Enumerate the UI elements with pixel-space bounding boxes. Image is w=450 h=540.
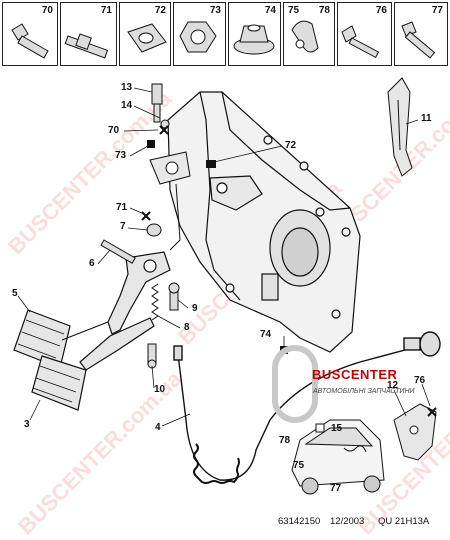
callout-7: 7 xyxy=(120,221,126,232)
callout-6: 6 xyxy=(89,258,95,269)
leader-lines xyxy=(17,87,431,427)
callout-10: 10 xyxy=(154,384,166,395)
part-cell-70: 70 xyxy=(2,2,58,66)
part-cell-71: 71 xyxy=(60,2,117,66)
footer-date: 12/2003 xyxy=(330,516,365,527)
callout-14: 14 xyxy=(121,100,133,111)
part-number: 73 xyxy=(209,5,221,16)
square-nut-icon xyxy=(127,23,167,53)
part-number: 72 xyxy=(154,5,166,16)
pedal-switch xyxy=(151,83,170,129)
part-number: 77 xyxy=(431,5,443,16)
callout-71: 71 xyxy=(116,202,128,213)
part-number: 78 xyxy=(318,5,330,16)
callout-8: 8 xyxy=(184,322,190,333)
pivot-assembly xyxy=(149,151,191,251)
pedal-box-bracket xyxy=(167,91,361,353)
part-number: 70 xyxy=(41,5,53,16)
callout-15: 15 xyxy=(331,423,343,434)
clutch-cable xyxy=(173,331,441,484)
callout-11: 11 xyxy=(421,113,432,124)
part-number: 74 xyxy=(264,5,276,16)
part-cell-72: 72 xyxy=(119,2,171,66)
lever-6 xyxy=(100,239,136,264)
footer-ref: 63142150 xyxy=(278,516,321,527)
square-marker-73 xyxy=(147,140,155,148)
bolt-long-icon xyxy=(401,21,436,59)
brand-logo-ring xyxy=(272,345,318,423)
callout-4: 4 xyxy=(155,422,161,433)
footer-code: QU 21H13A xyxy=(378,516,430,527)
bolt-icon xyxy=(11,23,49,59)
callout-9: 9 xyxy=(192,303,198,314)
brake-pedal xyxy=(31,317,155,411)
stud-icon xyxy=(64,33,109,59)
bracket-12 xyxy=(393,403,437,461)
callout-77: 77 xyxy=(330,483,342,494)
cross-marker-70 xyxy=(159,125,169,135)
bracket-11 xyxy=(387,77,413,177)
callout-73: 73 xyxy=(115,150,127,161)
callout-78: 78 xyxy=(279,435,291,446)
part-number: 76 xyxy=(375,5,387,16)
callout-74: 74 xyxy=(260,329,272,340)
callout-5: 5 xyxy=(12,288,18,299)
part-number: 71 xyxy=(100,5,112,16)
clutch-pedal xyxy=(13,251,171,369)
bush-7 xyxy=(146,223,162,237)
callout-13: 13 xyxy=(121,82,133,93)
callout-12: 12 xyxy=(387,380,399,391)
clip-icon xyxy=(291,20,319,53)
brand-logo-subtitle: АВТОМОБІЛЬНІ ЗАПЧАСТИНИ xyxy=(313,388,415,395)
square-marker-72 xyxy=(206,160,216,168)
brand-logo-text: BUSCENTER xyxy=(312,367,398,382)
part-cell-77: 77 xyxy=(394,2,448,66)
rod-9 xyxy=(168,282,180,311)
hex-nut-icon xyxy=(179,21,217,53)
flange-nut-icon xyxy=(233,24,275,55)
part-number: 75 xyxy=(288,5,300,16)
return-spring xyxy=(151,283,159,321)
bush-10 xyxy=(147,343,157,369)
callout-76: 76 xyxy=(414,375,426,386)
callout-75: 75 xyxy=(293,460,305,471)
callout-70: 70 xyxy=(108,125,120,136)
cross-marker-76 xyxy=(427,407,437,417)
vehicle-inset xyxy=(291,419,385,495)
callout-3: 3 xyxy=(24,419,30,430)
cross-marker-71 xyxy=(141,211,151,221)
screw-icon xyxy=(341,25,380,59)
callout-72: 72 xyxy=(285,140,297,151)
